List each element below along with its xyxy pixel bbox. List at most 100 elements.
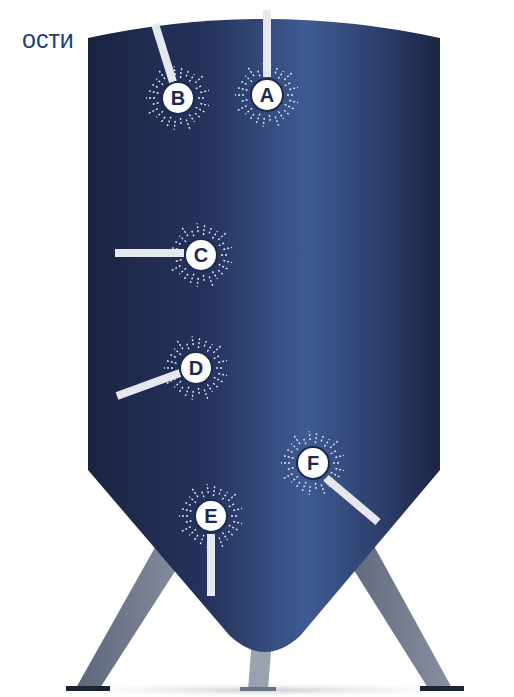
sparkle-ray: [222, 532, 227, 539]
sparkle-ray: [315, 431, 316, 443]
sparkle-ray: [147, 90, 159, 93]
sparkle-ray: [309, 431, 310, 440]
sparkle-ray: [221, 254, 227, 255]
sparkle-ray: [198, 97, 204, 98]
sparkle-ray: [176, 339, 183, 349]
sparkle-ray: [169, 254, 178, 255]
sparkle-ray: [223, 247, 232, 249]
right-foot: [420, 686, 464, 691]
sparkle-ray: [147, 109, 158, 115]
sparkle-ray: [229, 525, 240, 531]
sparkle-ray: [197, 278, 198, 287]
sparkle-ray: [174, 381, 181, 387]
sparkle-ray: [179, 268, 186, 274]
sparkle-ray: [229, 504, 234, 507]
sparkle-ray: [196, 86, 201, 89]
sparkle-ray: [284, 110, 288, 114]
sensor-marker: C: [184, 238, 218, 272]
sparkle-ray: [185, 387, 189, 398]
marker-letter: F: [307, 453, 319, 473]
sparkle-ray: [181, 226, 188, 236]
sensor-rod: [207, 534, 215, 596]
sparkle-ray: [218, 374, 227, 376]
sparkle-ray: [335, 469, 344, 471]
sparkle-ray: [185, 503, 190, 506]
sparkle-ray: [285, 104, 296, 110]
sparkle-ray: [263, 118, 264, 127]
sparkle-ray: [214, 356, 219, 359]
sparkle-ray: [297, 482, 300, 487]
sparkle-ray: [176, 260, 182, 261]
sparkle-ray: [192, 336, 193, 345]
sparkle-ray: [278, 111, 283, 118]
sparkle-ray: [152, 85, 157, 88]
sparkle-ray: [321, 485, 325, 496]
sparkle-ray: [284, 72, 293, 80]
sparkle-ray: [196, 107, 207, 113]
sensor-rod: [263, 10, 271, 77]
sparkle-ray: [197, 223, 198, 232]
sparkle-ray: [216, 367, 222, 368]
sparkle-ray: [236, 87, 248, 90]
sparkle-ray: [190, 274, 194, 285]
sparkle-ray: [203, 223, 204, 235]
sparkle-ray: [186, 71, 188, 77]
marker-letter: D: [189, 358, 203, 378]
sparkle-ray: [180, 118, 182, 124]
sparkle-ray: [180, 527, 191, 533]
sparkle-ray: [282, 474, 293, 480]
sparkle-ray: [198, 336, 199, 348]
sparkle-ray: [231, 515, 237, 516]
left-foot: [66, 686, 110, 691]
sparkle-ray: [219, 243, 224, 246]
sparkle-ray: [202, 492, 204, 498]
sensor-rod: [155, 24, 173, 82]
sparkle-ray: [335, 455, 344, 457]
sensor-marker: D: [179, 351, 213, 385]
sparkle-ray: [245, 108, 252, 114]
sparkle-ray: [269, 115, 271, 121]
sensor-rods: [115, 10, 378, 596]
marker-letter: B: [171, 88, 185, 108]
sparkle-ray: [233, 508, 242, 510]
sparkle-ray: [156, 111, 163, 117]
sparkle-ray: [165, 379, 176, 385]
sparkle-ray: [293, 434, 300, 444]
sparkle-ray: [165, 360, 177, 363]
sparkle-ray: [156, 79, 163, 85]
sparkle-ray: [258, 71, 260, 77]
sparkle-ray: [228, 531, 232, 535]
sparkle-ray: [222, 492, 227, 499]
sparkle-ray: [167, 117, 171, 128]
sensor-marker: E: [194, 499, 228, 533]
heading-fragment: ости: [22, 26, 74, 54]
sparkle-ray: [330, 440, 339, 448]
sparkle-ray: [324, 479, 329, 486]
sparkle-ray: [180, 66, 181, 78]
sparkle-ray: [242, 100, 248, 101]
sparkle-ray: [191, 487, 198, 497]
sparkle-ray: [204, 390, 208, 401]
sparkle-ray: [187, 344, 189, 350]
sparkle-ray: [174, 66, 175, 75]
sparkle-ray: [175, 242, 180, 245]
sparkle-ray: [309, 486, 310, 495]
sparkle-ray: [218, 232, 227, 240]
sparkle-ray: [174, 349, 181, 355]
sparkle-ray: [195, 75, 204, 83]
sparkle-ray: [212, 271, 217, 278]
sparkle-ray: [331, 472, 342, 478]
sparkle-ray: [218, 360, 227, 362]
sparkle-ray: [189, 529, 196, 535]
sensor-rod: [115, 249, 184, 257]
sparkle-ray: [282, 455, 294, 458]
sparkle-ray: [200, 104, 209, 106]
sparkle-ray: [287, 94, 293, 95]
sparkle-ray: [186, 521, 192, 522]
sparkle-ray: [174, 121, 175, 130]
sparkle-ray: [170, 355, 175, 358]
sparkle-ray: [333, 462, 339, 463]
sparkle-ray: [209, 277, 213, 288]
sensor-marker: B: [161, 81, 195, 115]
